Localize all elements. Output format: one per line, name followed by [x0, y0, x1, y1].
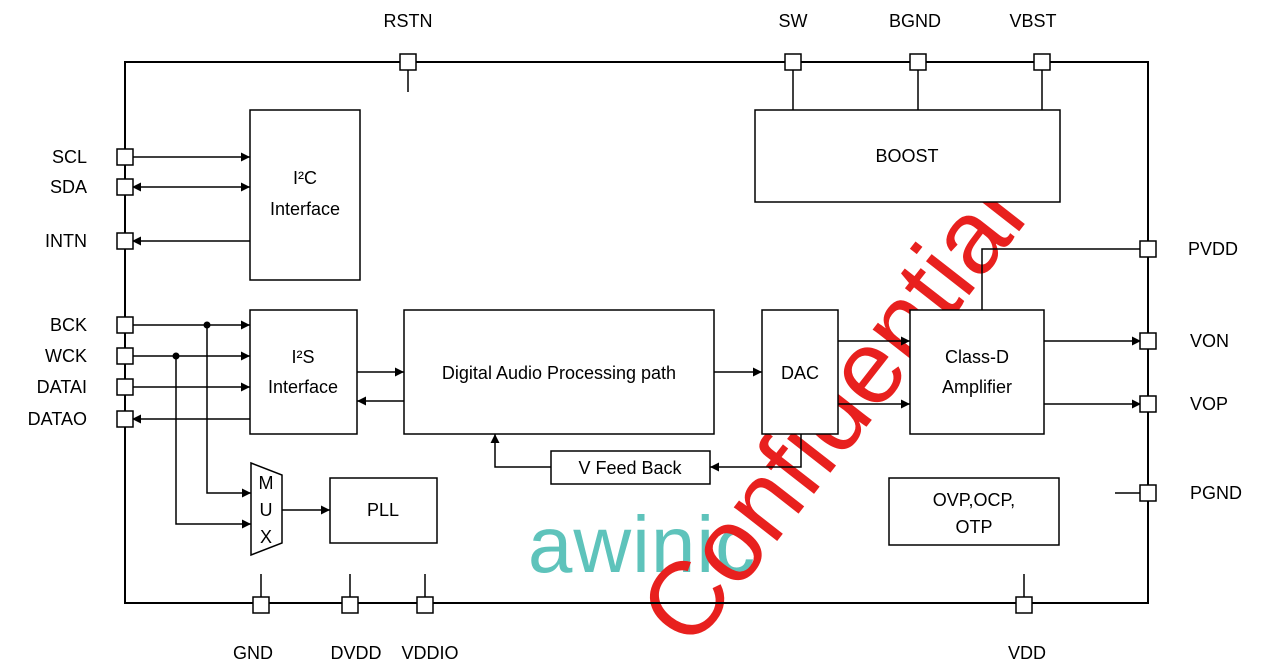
pin-sw — [784, 53, 802, 71]
pll-block — [329, 477, 438, 544]
junction-dot — [203, 321, 211, 329]
pin-datao — [116, 410, 134, 428]
pin-label-von: VON — [1190, 331, 1229, 351]
pin-vdd — [1015, 596, 1033, 614]
pin-dvdd — [341, 596, 359, 614]
pin-vddio — [416, 596, 434, 614]
pin-label-bgnd: BGND — [889, 11, 941, 31]
i2c-label: I²C — [293, 168, 317, 188]
company-logo: awinic — [528, 500, 756, 589]
boost-block — [754, 109, 1061, 203]
mux-label-m: M — [259, 473, 274, 493]
protection-block — [888, 477, 1060, 546]
protection-label-otp: OTP — [955, 517, 992, 537]
pin-vop — [1139, 395, 1157, 413]
class-d-label: Class-D — [945, 347, 1009, 367]
class-d-amplifier-block — [909, 309, 1045, 435]
pin-label-datao: DATAO — [28, 409, 87, 429]
i2s-label-interface: Interface — [268, 377, 338, 397]
pin-scl — [116, 148, 134, 166]
pin-sda — [116, 178, 134, 196]
pin-label-datai: DATAI — [37, 377, 87, 397]
pin-label-vdd: VDD — [1008, 643, 1046, 663]
boost-label: BOOST — [875, 146, 938, 166]
i2c-label-interface: Interface — [270, 199, 340, 219]
pin-label-bck: BCK — [50, 315, 87, 335]
dac-block — [761, 309, 839, 435]
pin-label-vbst: VBST — [1009, 11, 1056, 31]
pin-label-vddio: VDDIO — [401, 643, 458, 663]
pin-von — [1139, 332, 1157, 350]
pin-pvdd — [1139, 240, 1157, 258]
pin-label-wck: WCK — [45, 346, 87, 366]
pin-label-pvdd: PVDD — [1188, 239, 1238, 259]
protection-label: OVP,OCP, — [933, 490, 1015, 510]
dsp-label: Digital Audio Processing path — [442, 363, 676, 383]
pin-bgnd — [909, 53, 927, 71]
pin-label-intn: INTN — [45, 231, 87, 251]
v-feedback-block — [550, 450, 711, 485]
pin-label-sw: SW — [779, 11, 808, 31]
pin-wck — [116, 347, 134, 365]
pin-rstn — [399, 53, 417, 71]
pin-pgnd — [1139, 484, 1157, 502]
i2c-interface-block — [249, 109, 361, 281]
pin-label-vop: VOP — [1190, 394, 1228, 414]
pin-label-pgnd: PGND — [1190, 483, 1242, 503]
dsp-block — [403, 309, 715, 435]
pin-label-dvdd: DVDD — [330, 643, 381, 663]
pin-label-gnd: GND — [233, 643, 273, 663]
pin-datai — [116, 378, 134, 396]
dac-label: DAC — [781, 363, 819, 383]
pin-label-rstn: RSTN — [384, 11, 433, 31]
pin-intn — [116, 232, 134, 250]
junction-dot — [172, 352, 180, 360]
amplifier-label: Amplifier — [942, 377, 1012, 397]
mux-label-u: U — [260, 500, 273, 520]
pin-gnd — [252, 596, 270, 614]
mux-label-x: X — [260, 527, 272, 547]
pin-label-sda: SDA — [50, 177, 87, 197]
pin-vbst — [1033, 53, 1051, 71]
i2s-label: I²S — [291, 347, 314, 367]
pin-bck — [116, 316, 134, 334]
i2s-interface-block — [249, 309, 358, 435]
pll-label: PLL — [367, 500, 399, 520]
pin-label-scl: SCL — [52, 147, 87, 167]
v-feedback-label: V Feed Back — [578, 458, 682, 478]
